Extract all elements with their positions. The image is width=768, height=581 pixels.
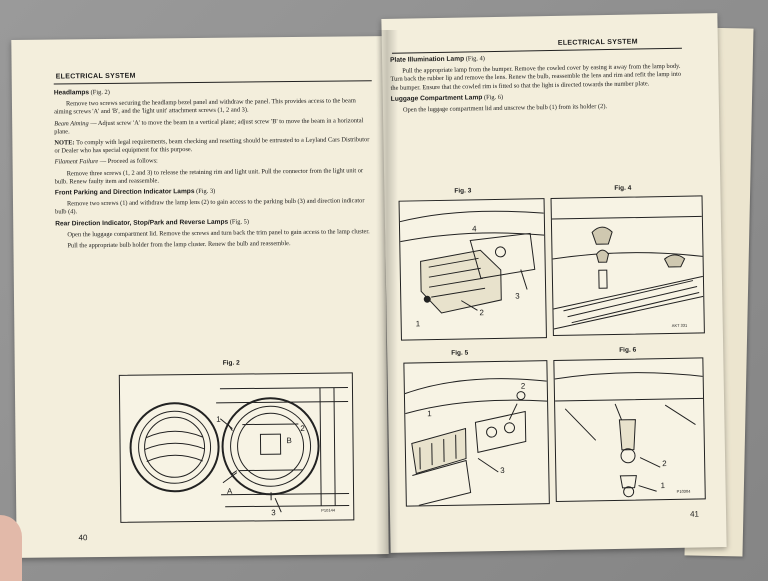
fig6-callout-2: 2 <box>662 459 667 469</box>
plate-lamp-ref: (Fig. 4) <box>464 55 485 63</box>
fig4-ref: AKT 331 <box>671 322 688 328</box>
fig2-callout-2: 2 <box>300 423 305 433</box>
fig3-front-lamp-drawing <box>399 210 545 314</box>
front-lamps-ref: (Fig. 3) <box>194 187 216 196</box>
fig3-label: Fig. 3 <box>454 187 472 195</box>
left-page: ELECTRICAL SYSTEM Headlamps (Fig. 2) Rem… <box>11 36 389 558</box>
right-page-header: ELECTRICAL SYSTEM <box>557 38 638 47</box>
rear-lamps-title: Rear Direction Indicator, Stop/Park and … <box>55 218 229 228</box>
plate-lamp-text: Pull the appropriate lamp from the bumpe… <box>390 62 682 92</box>
headlamps-title: Headlamps <box>53 89 90 97</box>
fig2-headlamp-drawing <box>129 386 350 513</box>
filament-text: Remove three screws (1, 2 and 3) to rele… <box>54 166 364 186</box>
fig2-label: Fig. 2 <box>222 359 240 367</box>
fig6-luggage-lamp-drawing <box>554 372 704 498</box>
beam-text: — Adjust screw 'A' to move the beam in a… <box>54 116 364 136</box>
rear-lamps-text: Open the luggage compartment lid. Remove… <box>67 228 370 239</box>
fig5-callout-3: 3 <box>500 465 505 475</box>
book-gutter <box>376 30 398 558</box>
luggage-lamp-ref: (Fig. 6) <box>482 93 504 102</box>
fig2-callout-B: B <box>286 436 292 446</box>
fig6-label: Fig. 6 <box>619 346 637 354</box>
fig6-box: 2 1 P10304 <box>553 357 706 503</box>
front-lamps-text: Remove two screws (1) and withdraw the l… <box>55 197 365 216</box>
plate-lamp-title: Plate Illumination Lamp <box>390 55 465 64</box>
fig3-callout-2: 2 <box>479 308 485 318</box>
left-header-rule <box>53 80 372 85</box>
note-text: To comply with legal requirements, beam … <box>54 136 370 155</box>
right-text-column: Plate Illumination Lamp (Fig. 4) Pull th… <box>390 52 683 118</box>
fig5-callout-1: 1 <box>427 409 432 419</box>
fig5-rear-lamp-drawing <box>404 378 548 506</box>
fig2-ref: P10144 <box>321 507 336 513</box>
fig2-callout-A: A <box>226 486 233 496</box>
fig4-plate-lamp-drawing <box>551 215 704 330</box>
headlamps-ref: (Fig. 2) <box>90 88 110 97</box>
fig5-callout-2: 2 <box>520 381 526 391</box>
fig6-ref: P10304 <box>676 488 691 494</box>
left-page-header: ELECTRICAL SYSTEM <box>55 72 136 81</box>
fig2-callout-3: 3 <box>271 508 276 518</box>
note-label: NOTE: <box>54 139 75 147</box>
fig2-callout-1: 1 <box>216 414 221 424</box>
fig3-callout-3: 3 <box>515 291 520 301</box>
front-lamps-title: Front Parking and Direction Indicator La… <box>54 188 195 197</box>
fig5-label: Fig. 5 <box>451 349 469 357</box>
thumb <box>0 515 22 581</box>
fig3-callout-4: 4 <box>471 224 477 234</box>
fig4-label: Fig. 4 <box>614 184 632 192</box>
rear-lamps-text-2: Pull the appropriate bulb holder from th… <box>67 240 291 250</box>
fig3-box: 1 2 3 4 <box>398 198 547 341</box>
luggage-lamp-text: Open the luggage compartment lid and uns… <box>402 103 608 114</box>
right-page: ELECTRICAL SYSTEM Plate Illumination Lam… <box>381 13 727 553</box>
left-page-number: 40 <box>78 533 88 543</box>
fig3-callout-1: 1 <box>415 319 421 329</box>
fig5-box: 1 2 3 <box>403 360 550 507</box>
rear-lamps-ref: (Fig. 5) <box>228 218 250 226</box>
fig6-callout-1: 1 <box>660 481 666 491</box>
beam-title: Beam Aiming <box>54 119 89 128</box>
fig4-box: AKT 331 <box>550 195 705 337</box>
luggage-lamp-title: Luggage Compartment Lamp <box>390 94 483 103</box>
fig2-box: 1 2 3 A B P10144 <box>118 372 355 523</box>
filament-intro: — Proceed as follows: <box>98 157 158 166</box>
headlamps-text: Remove two screws securing the headlamp … <box>54 97 356 116</box>
right-page-number: 41 <box>689 509 700 519</box>
filament-title: Filament Failure <box>54 158 99 166</box>
left-text-column: Headlamps (Fig. 2) Remove two screws sec… <box>54 86 374 254</box>
